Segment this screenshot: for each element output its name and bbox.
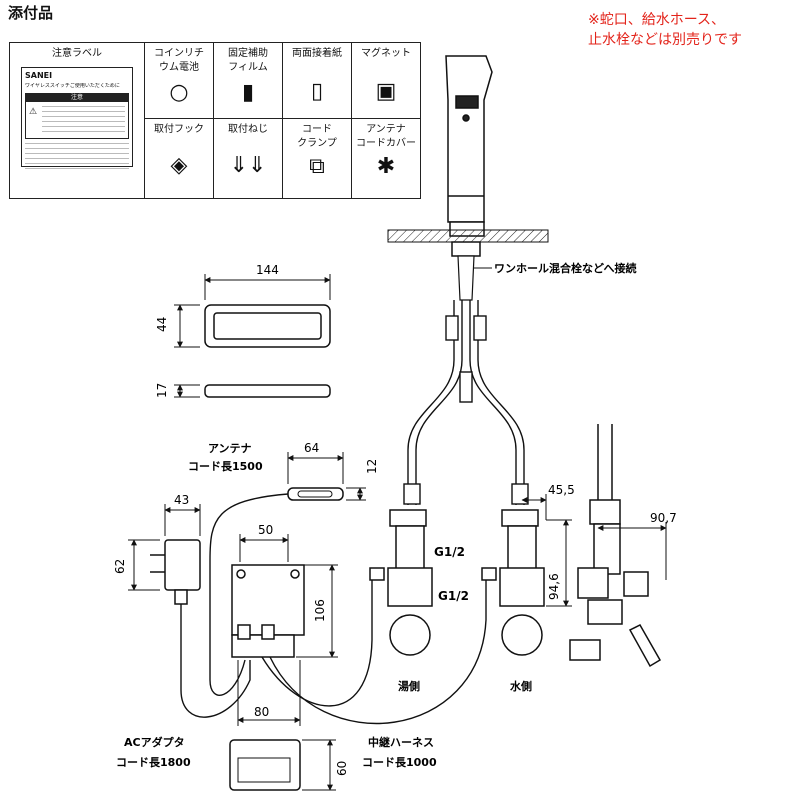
- item-label: コインリチ ウム電池: [154, 48, 204, 73]
- faucet: [445, 55, 493, 237]
- dim-valve-offset: 45,5: [548, 483, 575, 497]
- caution-sticker: SANEI ワイヤレススイッチご使用いただくために 注意 ⚠: [21, 66, 133, 170]
- item-film: 固定補助 フィルム ▮: [213, 42, 283, 119]
- clamp-icon: ⧉: [309, 154, 325, 179]
- item-label: アンテナ コードカバー: [356, 124, 416, 149]
- sticker-lines: [42, 106, 125, 133]
- sticker-text: ワイヤレススイッチご使用いただくために: [25, 83, 120, 90]
- sticker-caution-header: 注意: [26, 94, 128, 103]
- magnet-icon: ▣: [375, 78, 397, 104]
- item-label: 固定補助 フィルム: [228, 48, 268, 73]
- caution-label-cell: 注意ラベル SANEI ワイヤレススイッチご使用いただくために 注意 ⚠: [9, 42, 145, 199]
- item-screw: 取付ねじ ⇓⇓: [213, 118, 283, 199]
- wireless-switch: [204, 304, 331, 398]
- controller-dimension-lines: [237, 534, 338, 726]
- item-clamp: コード クランプ ⧉: [282, 118, 352, 199]
- antenna-unit: [287, 487, 344, 501]
- side-view-valve: [569, 424, 662, 668]
- item-magnet: マグネット ▣: [351, 42, 421, 119]
- item-label: 両面接着紙: [292, 48, 342, 59]
- switch-side: [204, 384, 331, 398]
- hose-neck: [457, 255, 475, 301]
- dim-valve-drop: 94,6: [547, 573, 561, 600]
- item-label: 取付フック: [154, 124, 204, 135]
- antenna-cord: [209, 493, 289, 696]
- dim-controller-height: 106: [313, 599, 327, 622]
- harness-label: 中継ハーネス: [368, 735, 434, 749]
- thread-size-lower: G1/2: [438, 589, 469, 603]
- cold-side-label: 水側: [510, 679, 532, 693]
- harness-cord-cold: [269, 575, 487, 725]
- adapter-cord-length: コード長1800: [116, 756, 191, 769]
- dim-antenna-width: 64: [304, 441, 319, 455]
- tape-icon: ▯: [310, 78, 324, 104]
- dim-controller-bottom: 80: [254, 705, 269, 719]
- item-tape: 両面接着紙 ▯: [282, 42, 352, 119]
- item-coin-battery: コインリチ ウム電池 ○: [144, 42, 214, 119]
- faucet-note: ワンホール混合栓などへ接続: [494, 261, 636, 275]
- sold-separately-note: ※蛇口、給水ホース、 止水栓などは別売りです: [588, 10, 742, 51]
- faucet-spout: [445, 55, 493, 223]
- dim-switch-width: 144: [256, 263, 279, 277]
- dim-base-height: 60: [335, 761, 349, 776]
- controller-base: [229, 739, 301, 791]
- hot-valve: [369, 509, 433, 656]
- antenna-cord-length: コード長1500: [188, 460, 263, 473]
- note-line-2: 止水栓などは別売りです: [588, 32, 742, 49]
- hook-icon: ◈: [170, 152, 188, 178]
- dim-side-width: 90,7: [650, 511, 677, 525]
- cover-icon: ✱: [376, 154, 396, 179]
- sticker-brand: SANEI: [25, 70, 53, 80]
- antenna-label: アンテナ: [208, 442, 252, 455]
- item-label: コード クランプ: [297, 124, 337, 149]
- hot-side-label: 湯側: [398, 679, 420, 693]
- coin-battery-icon: ○: [169, 80, 189, 105]
- dim-adapter-height: 62: [113, 559, 127, 574]
- item-label: マグネット: [361, 48, 411, 59]
- cords: [180, 493, 487, 725]
- note-line-1: ※蛇口、給水ホース、: [588, 12, 726, 28]
- dim-controller-top: 50: [258, 523, 273, 537]
- harness-cord-hot: [261, 575, 373, 707]
- harness-cord-length: コード長1000: [362, 756, 437, 769]
- item-cover: アンテナ コードカバー ✱: [351, 118, 421, 199]
- switch-dimension-lines: [174, 274, 331, 398]
- dim-adapter-width: 43: [174, 493, 189, 507]
- faucet-sensor: [455, 95, 479, 109]
- ac-adapter: [150, 539, 201, 605]
- antenna-dimension-lines: [287, 452, 366, 501]
- dim-switch-thickness: 17: [155, 383, 169, 398]
- cold-valve: [481, 509, 545, 656]
- adapter-label: ACアダプタ: [124, 735, 185, 749]
- page-title: 添付品: [8, 4, 54, 22]
- item-hook: 取付フック ◈: [144, 118, 214, 199]
- sticker-caution-box: 注意 ⚠: [25, 93, 129, 140]
- caution-label-title: 注意ラベル: [52, 48, 102, 59]
- dim-switch-height: 44: [155, 317, 169, 332]
- item-label: 取付ねじ: [228, 124, 268, 135]
- accessories-table: 注意ラベル SANEI ワイヤレススイッチご使用いただくために 注意 ⚠ コイン…: [9, 42, 421, 199]
- warning-icon: ⚠: [29, 107, 38, 118]
- control-box: [231, 564, 305, 658]
- thread-size-upper: G1/2: [434, 545, 465, 559]
- film-icon: ▮: [241, 80, 255, 105]
- counter-top: [387, 229, 549, 243]
- adapter-cord: [180, 604, 251, 718]
- sticker-footer-lines: [25, 143, 129, 170]
- faucet-lamp: [462, 114, 470, 122]
- supply-hoses: [403, 300, 529, 505]
- screw-icon: ⇓⇓: [229, 152, 267, 178]
- dim-antenna-height: 12: [365, 459, 379, 474]
- faucet-nut: [451, 241, 481, 257]
